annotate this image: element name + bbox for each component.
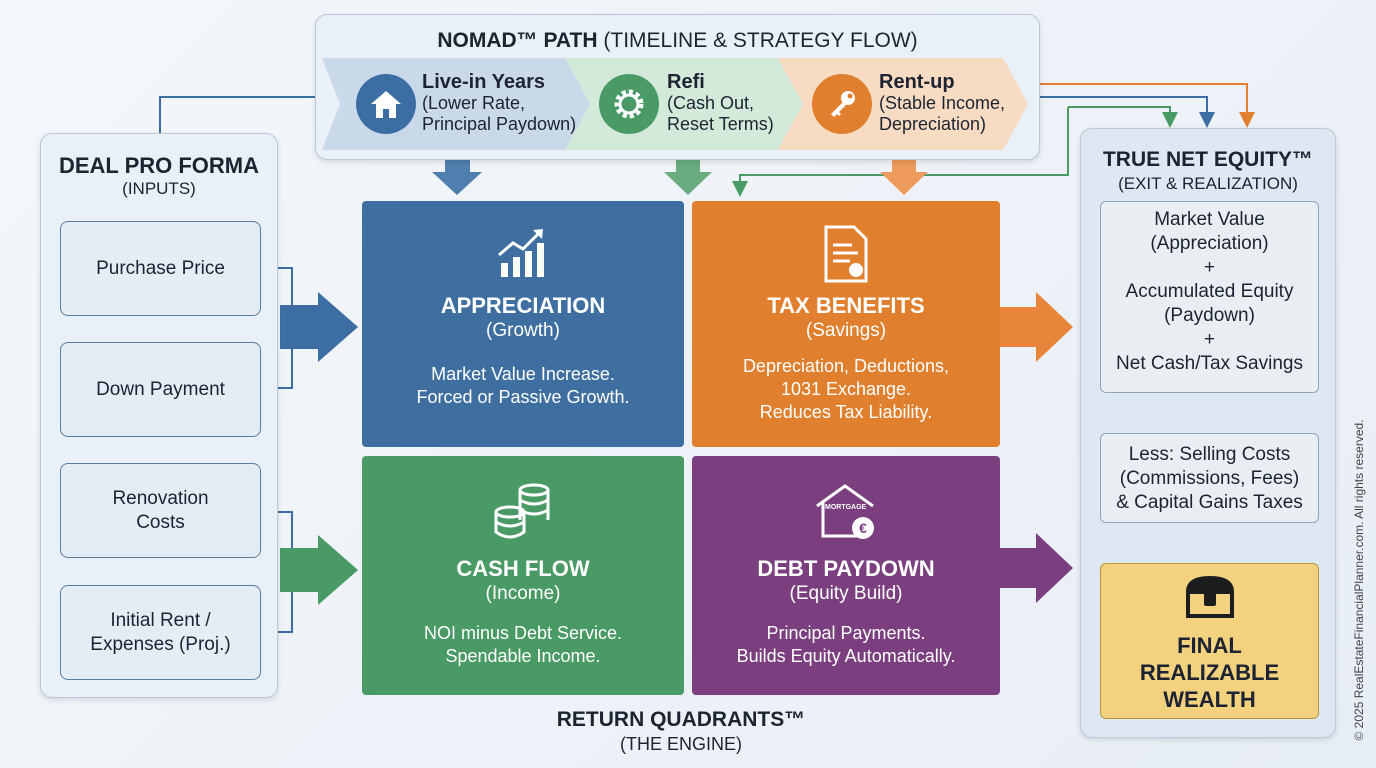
mortgage-house-icon: € MORTGAGE bbox=[811, 482, 881, 542]
step-desc: Reset Terms) bbox=[667, 114, 774, 134]
quadrants-subtitle: (THE ENGINE) bbox=[619, 734, 742, 754]
quadrant-desc: Builds Equity Automatically. bbox=[736, 646, 956, 666]
selling-costs-line: Less: Selling Costs bbox=[1128, 444, 1291, 465]
equity-title: TRUE NET EQUITY™ bbox=[1102, 148, 1313, 171]
deal-pro-forma-panel: DEAL PRO FORMA (INPUTS) Purchase Price D… bbox=[40, 133, 278, 698]
coin-stack-icon bbox=[492, 482, 554, 547]
inputs-title: DEAL PRO FORMA bbox=[58, 153, 260, 178]
plus-sign: + bbox=[1203, 329, 1216, 350]
quadrant-debt-paydown: € MORTGAGE DEBT PAYDOWN (Equity Build) P… bbox=[692, 456, 1000, 695]
selling-costs-box: Less: Selling Costs (Commissions, Fees) … bbox=[1100, 433, 1319, 523]
quadrant-subtitle: (Growth) bbox=[486, 320, 560, 341]
selling-costs-line: (Commissions, Fees) bbox=[1119, 468, 1300, 489]
copyright: © 2025 RealEstateFinancialPlanner.com. A… bbox=[1352, 419, 1366, 741]
quadrant-desc: Forced or Passive Growth. bbox=[416, 387, 630, 407]
inputs-to-cashflow-arrow bbox=[280, 535, 358, 605]
gear-icon bbox=[599, 74, 659, 134]
house-icon bbox=[356, 74, 416, 134]
tax-to-equity-arrow bbox=[1000, 292, 1073, 362]
input-renovation-costs: Renovation Costs bbox=[60, 463, 261, 558]
quadrant-desc: 1031 Exchange. bbox=[780, 379, 912, 399]
quadrant-subtitle: (Equity Build) bbox=[789, 583, 903, 604]
equity-line: Accumulated Equity bbox=[1125, 281, 1294, 302]
quadrant-desc: Principal Payments. bbox=[766, 623, 926, 643]
quadrant-tax-benefits: TAX BENEFITS (Savings) Depreciation, Ded… bbox=[692, 201, 1000, 447]
quadrant-title: APPRECIATION bbox=[440, 293, 606, 318]
step-desc: (Lower Rate, bbox=[422, 93, 526, 113]
final-line: REALIZABLE bbox=[1139, 660, 1280, 685]
quadrant-title: TAX BENEFITS bbox=[767, 293, 925, 318]
nomad-subtitle: (TIMELINE & STRATEGY FLOW) bbox=[603, 29, 918, 52]
nomad-step-rent-up: Rent-up(Stable Income,Depreciation) bbox=[778, 58, 1028, 150]
quadrant-appreciation: APPRECIATION (Growth) Market Value Incre… bbox=[362, 201, 684, 447]
inputs-to-appreciation-arrow bbox=[280, 292, 358, 362]
input-down-payment: Down Payment bbox=[60, 342, 261, 437]
quadrant-desc: NOI minus Debt Service. bbox=[423, 623, 623, 643]
step-label: Refi bbox=[667, 71, 705, 93]
quadrant-subtitle: (Savings) bbox=[805, 320, 887, 341]
plus-sign: + bbox=[1203, 257, 1216, 278]
quadrant-desc: Depreciation, Deductions, bbox=[742, 356, 950, 376]
key-icon bbox=[812, 74, 872, 134]
tax-document-icon bbox=[822, 225, 870, 288]
quadrant-subtitle: (Income) bbox=[485, 583, 561, 604]
final-realizable-wealth-box: FINAL REALIZABLE WEALTH bbox=[1100, 563, 1319, 719]
trending-up-chart-icon bbox=[495, 225, 551, 286]
quadrant-desc: Market Value Increase. bbox=[431, 364, 615, 384]
debt-to-equity-arrow bbox=[1000, 533, 1073, 603]
equity-line: (Paydown) bbox=[1164, 305, 1255, 326]
inputs-subtitle: (INPUTS) bbox=[122, 179, 196, 198]
step-desc: Depreciation) bbox=[879, 114, 987, 134]
input-initial-rent-expenses: Initial Rent / Expenses (Proj.) bbox=[60, 585, 261, 680]
quadrant-cash-flow: CASH FLOW (Income) NOI minus Debt Servic… bbox=[362, 456, 684, 695]
quadrants-title: RETURN QUADRANTS™ bbox=[556, 708, 806, 731]
true-net-equity-panel: TRUE NET EQUITY™ (EXIT & REALIZATION) Ma… bbox=[1080, 128, 1336, 738]
quadrant-desc: Reduces Tax Liability. bbox=[759, 402, 933, 422]
step-label: Rent-up bbox=[879, 71, 955, 93]
equity-subtitle: (EXIT & REALIZATION) bbox=[1118, 174, 1298, 193]
nomad-title: NOMAD™ PATH bbox=[437, 29, 598, 52]
equity-line: (Appreciation) bbox=[1150, 233, 1269, 254]
equity-components-box: Market Value (Appreciation) + Accumulate… bbox=[1100, 201, 1319, 393]
nomad-step-live-in: Live-in Years(Lower Rate,Principal Paydo… bbox=[322, 58, 592, 150]
svg-text:€: € bbox=[859, 520, 867, 536]
step-label: Live-in Years bbox=[422, 71, 546, 93]
quadrant-title: CASH FLOW bbox=[456, 556, 590, 581]
equity-line: Net Cash/Tax Savings bbox=[1116, 353, 1303, 374]
equity-line: Market Value bbox=[1154, 209, 1265, 230]
final-line: FINAL bbox=[1177, 633, 1242, 658]
step-desc: (Cash Out, bbox=[667, 93, 755, 113]
input-purchase-price: Purchase Price bbox=[60, 221, 261, 316]
mortgage-label: MORTGAGE bbox=[825, 504, 867, 511]
nomad-step-refi: Refi(Cash Out,Reset Terms) bbox=[565, 58, 805, 150]
step-desc: (Stable Income, bbox=[879, 93, 1006, 113]
final-line: WEALTH bbox=[1163, 687, 1256, 712]
quadrant-desc: Spendable Income. bbox=[445, 646, 601, 666]
treasure-chest-icon bbox=[1101, 572, 1318, 632]
selling-costs-line: & Capital Gains Taxes bbox=[1116, 492, 1303, 513]
step-desc: Principal Paydown) bbox=[422, 114, 577, 134]
quadrant-title: DEBT PAYDOWN bbox=[757, 556, 935, 581]
